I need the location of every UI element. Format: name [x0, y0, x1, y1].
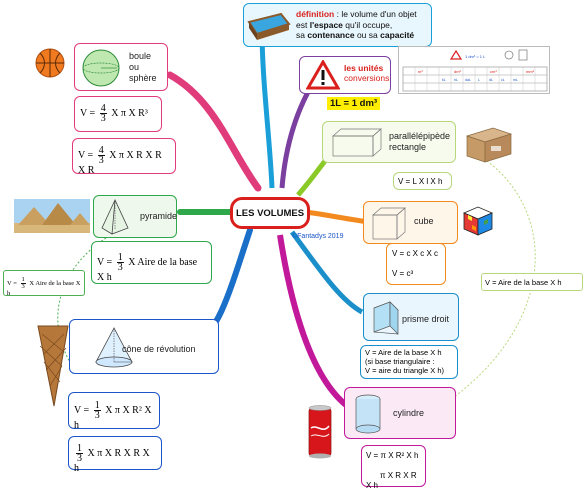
center-title: LES VOLUMES	[235, 208, 305, 219]
cube-node: cube	[363, 201, 458, 244]
definition-label: définition	[296, 9, 335, 19]
pyramid-label: pyramide	[140, 211, 178, 221]
warning-icon	[306, 60, 340, 90]
table-sub-dl: dL	[489, 78, 493, 82]
table-sub-ml: mL	[513, 78, 518, 82]
cube-label: cube	[414, 216, 434, 226]
sphere-label: boule ou sphère	[129, 51, 157, 83]
cuboid-node: parallélépipède rectangle	[322, 121, 456, 163]
definition-box: définition : le volume d'un objet est l'…	[243, 3, 432, 47]
cone-icon	[95, 327, 133, 368]
center-node: LES VOLUMES	[230, 197, 310, 229]
sphere-node: boule ou sphère	[74, 43, 168, 91]
units-box: les unités conversions	[299, 56, 391, 94]
cardboard-box-icon	[465, 127, 513, 163]
svg-text:1 dm³ = 1 L: 1 dm³ = 1 L	[465, 54, 486, 59]
prism-node: prisme droit	[363, 293, 459, 341]
table-header-m3: m³	[418, 69, 423, 74]
cuboid-icon	[332, 128, 382, 157]
table-sub-dal: daL	[465, 78, 471, 82]
equivalence-badge: 1L = 1 dm³	[327, 97, 381, 110]
cola-can-icon	[308, 405, 332, 459]
table-sub-hl: hL	[454, 78, 458, 82]
pyramids-photo	[14, 199, 90, 233]
prism-formula: V = Aire de la base X h (si base triangu…	[360, 345, 458, 379]
cylinder-formula: V = π X R² X h π X R X R X h	[361, 445, 426, 490]
ice-cream-cone-icon	[37, 325, 69, 407]
prism-label: prisme droit	[402, 314, 450, 324]
table-header-dm3: dm³	[454, 69, 462, 74]
cone-label: cône de révolution	[122, 344, 196, 354]
table-sub-l: L	[478, 78, 480, 82]
rubiks-cube-icon	[462, 206, 494, 236]
prism-icon	[373, 301, 399, 335]
conversion-table-grid: 1 dm³ = 1 L m³ dm³ cm³ mm³ kL hL daL L d…	[402, 49, 548, 92]
pool-icon	[247, 12, 291, 40]
table-sub-kl: kL	[442, 78, 446, 82]
cylinder-icon	[355, 394, 381, 434]
credit-text: ©Fantadys 2019	[292, 233, 344, 240]
cylinder-node: cylindre	[344, 387, 456, 439]
cube-formula: V = c X c X c V = c³	[386, 243, 446, 285]
conversion-table: 1 dm³ = 1 L m³ dm³ cm³ mm³ kL hL daL L d…	[398, 46, 550, 94]
table-sub-cl: cL	[501, 78, 505, 82]
base-area-formula: V = Aire de la base X h	[481, 273, 583, 291]
cuboid-formula: V = L X l X h	[393, 172, 452, 190]
pyramid-node: pyramide	[93, 195, 177, 238]
pyramid-icon	[101, 199, 129, 235]
sphere-icon	[82, 49, 120, 87]
basketball-icon	[35, 48, 65, 78]
cone-node: cône de révolution	[69, 319, 219, 374]
cube-icon	[372, 207, 406, 240]
units-label: les unités conversions	[344, 63, 390, 83]
cylinder-label: cylindre	[393, 408, 425, 418]
table-header-mm3: mm³	[526, 69, 535, 74]
table-header-cm3: cm³	[490, 69, 497, 74]
cuboid-label: parallélépipède rectangle	[389, 131, 451, 152]
